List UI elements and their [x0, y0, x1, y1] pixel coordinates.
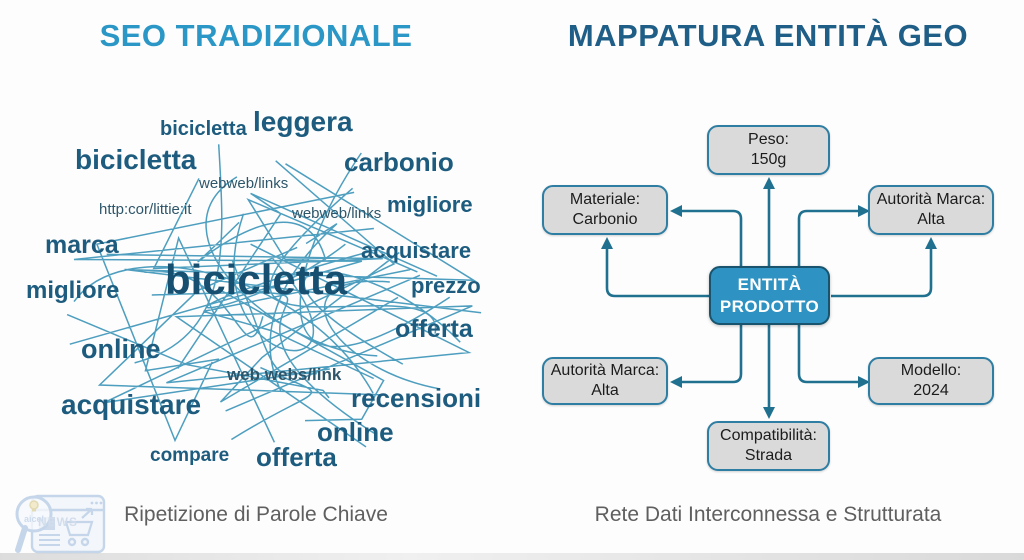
- cloud-word: recensioni: [351, 383, 482, 413]
- node-modello: Modello: 2024: [868, 357, 994, 405]
- right-caption: Rete Dati Interconnessa e Strutturata: [594, 503, 942, 526]
- node-label: Compatibilità:: [720, 427, 817, 444]
- entity-node-line2: PRODOTTO: [719, 296, 820, 316]
- cloud-word: offerta: [395, 315, 473, 343]
- cloud-word: migliore: [26, 277, 120, 304]
- news-watermark-logo: aicel NEWS: [15, 494, 106, 554]
- cloud-word: leggera: [253, 106, 353, 137]
- node-compatibilita: Compatibilità: Strada: [707, 421, 830, 471]
- cloud-word: offerta: [256, 442, 337, 472]
- cloud-word: online: [317, 417, 394, 447]
- cloud-word: acquistare: [61, 389, 202, 420]
- entity-node-line1: ENTITÀ: [737, 275, 802, 295]
- cloud-word: compare: [150, 445, 230, 466]
- node-label: Modello:: [900, 362, 962, 379]
- cloud-word: http:cor/littie:it: [99, 201, 192, 218]
- cloud-word: web webs/link: [227, 365, 342, 384]
- cloud-word: bicicletta: [75, 144, 197, 175]
- cloud-word: prezzo: [411, 273, 481, 298]
- logo-brand-text: aicel: [24, 514, 44, 524]
- word-cloud: bicicletta leggera bicicletta carbonio w…: [0, 95, 512, 495]
- node-value: Alta: [591, 382, 619, 399]
- node-autorita-marca-top: Autorità Marca: Alta: [868, 185, 994, 235]
- node-value: 2024: [913, 382, 949, 399]
- cloud-word: migliore: [387, 192, 473, 217]
- node-value: Alta: [917, 211, 945, 228]
- node-autorita-marca-bottom: Autorità Marca: Alta: [542, 357, 668, 405]
- cloud-word: acquistare: [361, 238, 472, 263]
- node-label: Materiale:: [569, 191, 641, 208]
- cloud-word: online: [81, 334, 161, 364]
- node-value: 150g: [750, 151, 787, 168]
- entity-product-node: ENTITÀ PRODOTTO: [709, 266, 830, 325]
- cloud-word: webweb/links: [199, 175, 289, 192]
- cloud-word-central: bicicletta: [165, 256, 348, 303]
- left-panel-title: SEO TRADIZIONALE: [99, 18, 413, 53]
- cloud-word: marca: [45, 231, 119, 259]
- left-caption: Ripetizione di Parole Chiave: [124, 503, 388, 526]
- node-value: Strada: [744, 447, 793, 464]
- right-panel-title: MAPPATURA ENTITÀ GEO: [567, 18, 969, 53]
- node-label: Autorità Marca:: [550, 362, 660, 379]
- cloud-word: bicicletta: [160, 118, 247, 140]
- node-materiale: Materiale: Carbonio: [542, 185, 668, 235]
- node-label: Autorità Marca:: [876, 191, 986, 208]
- logo-news-text: NEWS: [38, 515, 78, 529]
- node-label: Peso:: [748, 131, 789, 148]
- cloud-word: carbonio: [344, 147, 454, 177]
- cloud-word: webweb/links: [292, 205, 382, 222]
- bottom-edge-strip: [0, 553, 1024, 560]
- node-peso: Peso: 150g: [707, 125, 830, 175]
- node-value: Carbonio: [572, 211, 638, 228]
